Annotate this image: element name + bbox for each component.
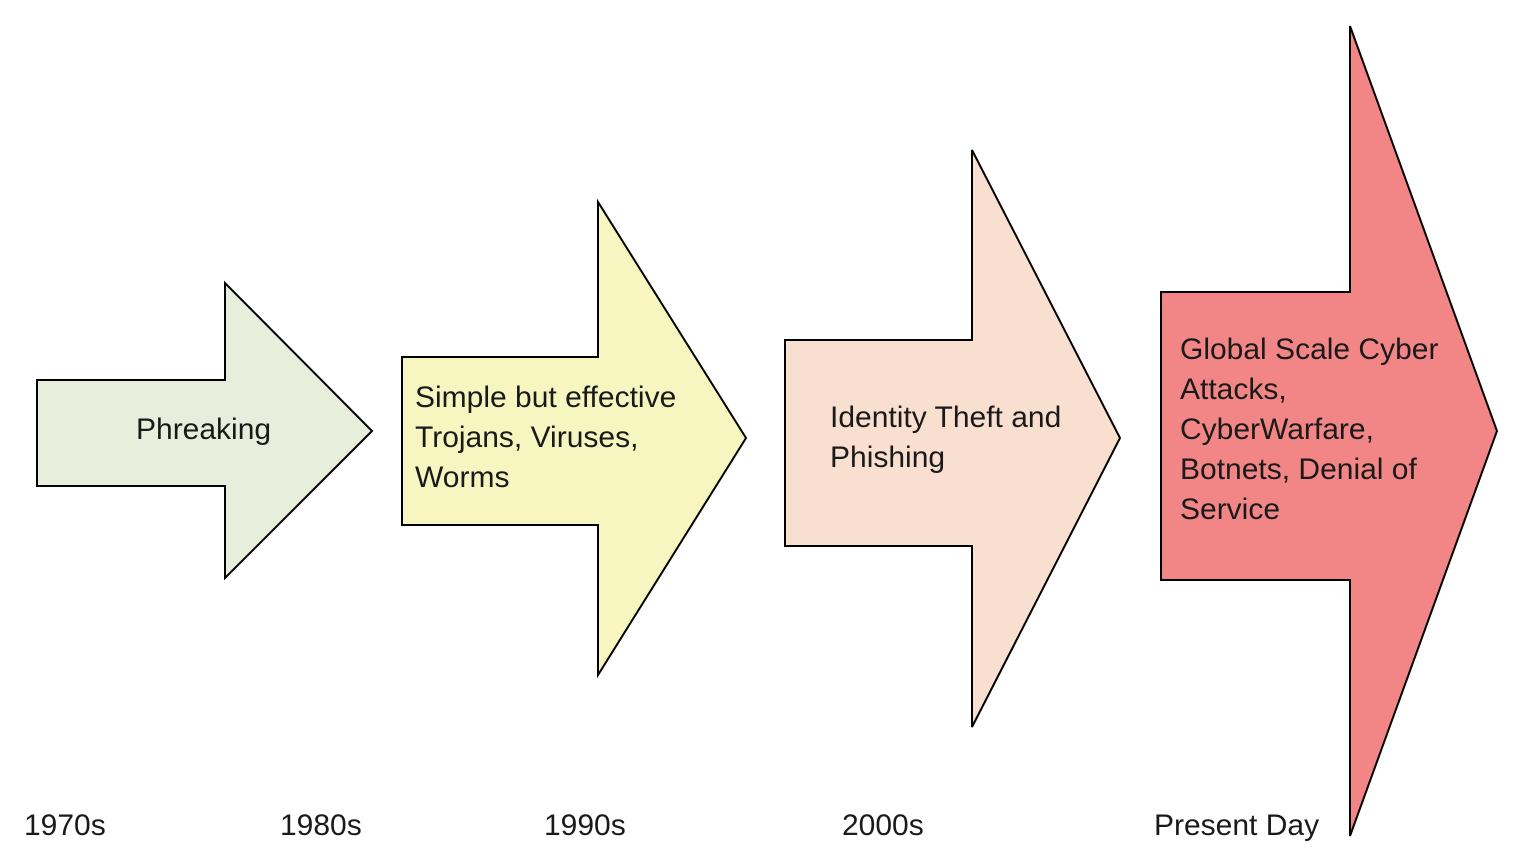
arrow-1990s-2000s	[784, 149, 1122, 728]
arrow-1970s-1980s	[36, 280, 374, 581]
era-label-present-day: Present Day	[1154, 809, 1320, 842]
arrow-label-global-cyber-attacks: Global Scale Cyber Attacks, CyberWarfare…	[1180, 333, 1439, 526]
arrow-label-trojans-viruses-worms: Simple but effective Trojans, Viruses, W…	[415, 381, 677, 494]
era-label-1980s: 1980s	[280, 809, 362, 842]
era-label-1990s: 1990s	[544, 809, 626, 842]
arrow-label-identity-theft-phishing: Identity Theft and Phishing	[830, 401, 1062, 474]
era-label-2000s: 2000s	[842, 809, 924, 842]
era-label-1970s: 1970s	[24, 809, 106, 842]
arrow-label-phreaking: Phreaking	[136, 413, 272, 446]
arrow-2000s-present	[1160, 25, 1499, 837]
arrow-1980s-1990s	[401, 198, 748, 679]
